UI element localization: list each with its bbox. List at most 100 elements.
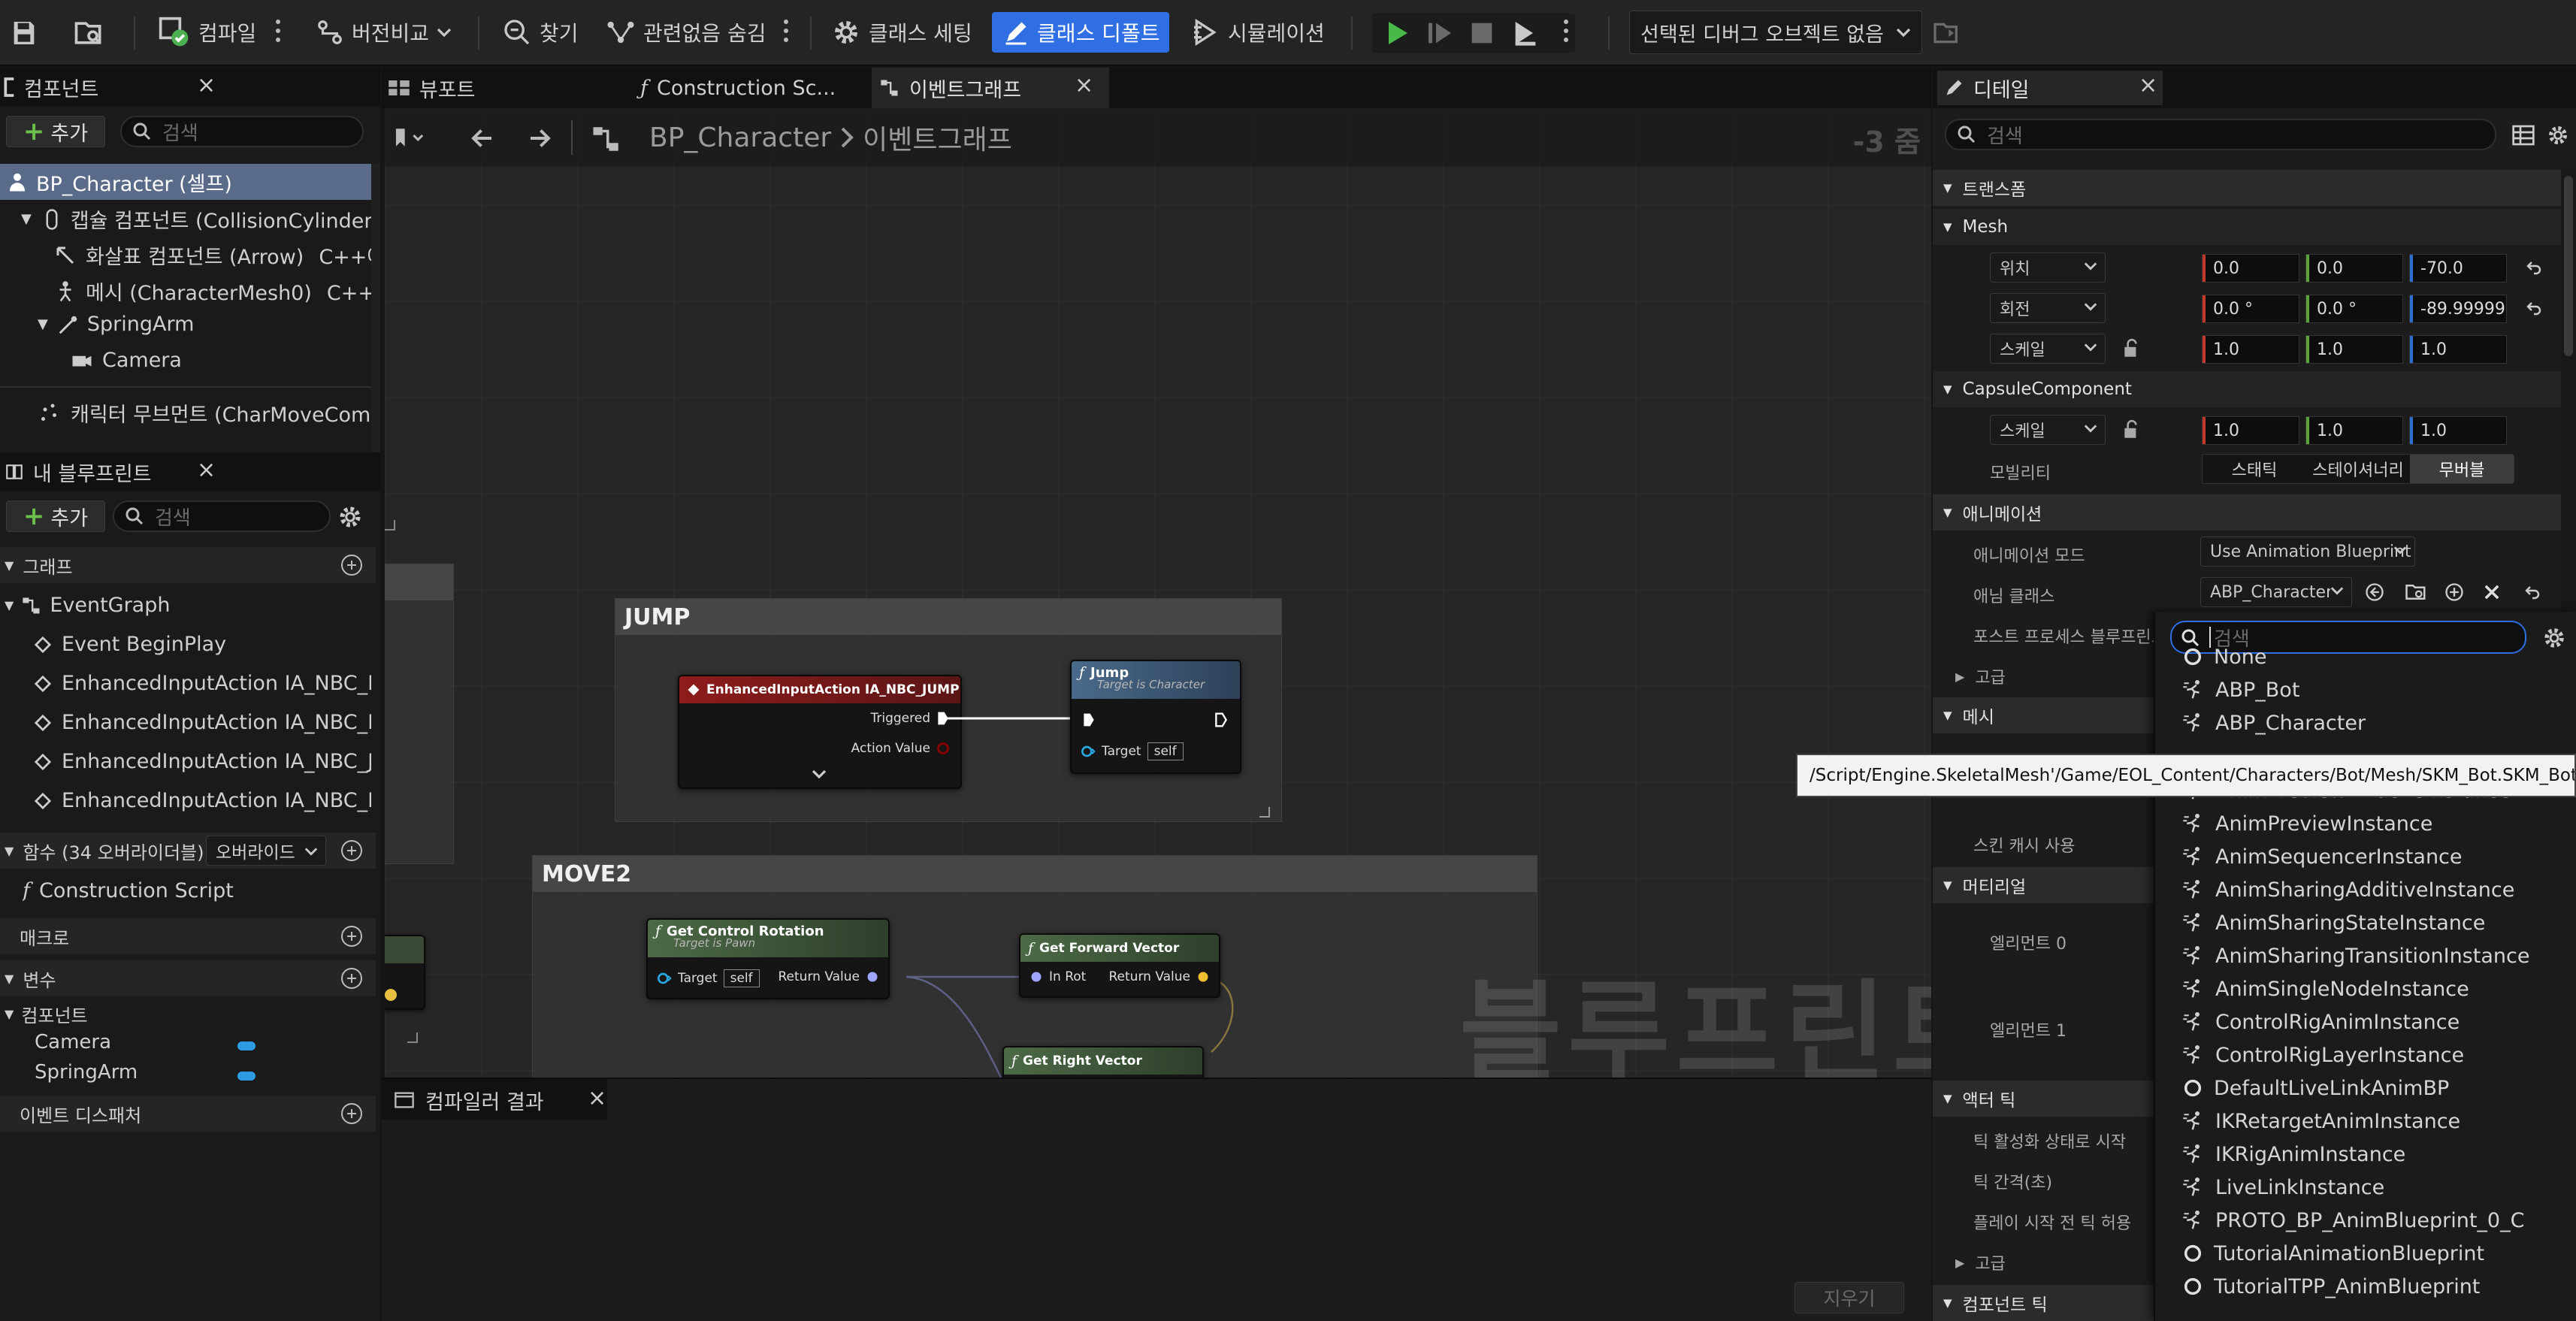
event-graph-canvas[interactable]: BP_Character 이벤트그래프 -3 줌 JUMP EnhancedIn… — [385, 108, 1931, 1078]
rotation-mode-dropdown[interactable]: 회전 — [1990, 293, 2106, 323]
gear-icon[interactable] — [2541, 625, 2567, 651]
location-y-field[interactable]: 0.0 — [2305, 254, 2403, 283]
add-circle-icon[interactable] — [2444, 582, 2465, 603]
anim-class-item[interactable]: IKRigAnimInstance — [2155, 1138, 2576, 1171]
mobility-stationary[interactable]: 스테이셔너리 — [2312, 461, 2404, 480]
mobility-toggle[interactable]: 스태틱 스테이셔너리 무버블 — [2202, 454, 2514, 484]
construction-script-item[interactable]: ƒ Construction Script — [23, 879, 234, 902]
add-variable-icon[interactable] — [341, 968, 362, 989]
dispatchers-section-header[interactable]: 이벤트 디스패처 — [0, 1096, 376, 1132]
close-icon[interactable]: × — [588, 1085, 607, 1111]
pin-return-value[interactable]: Return Value — [779, 969, 880, 984]
debug-browse-icon[interactable] — [1931, 18, 1961, 48]
event-item[interactable]: Event BeginPlay — [35, 633, 371, 656]
compile-button[interactable]: 컴파일 — [158, 11, 256, 54]
components-scrollbar[interactable] — [371, 164, 380, 458]
scale-x-field[interactable]: 1.0 — [2202, 335, 2299, 364]
capsule-scale-z-field[interactable]: 1.0 — [2409, 416, 2507, 445]
anim-class-item[interactable]: TutorialTPP_AnimBlueprint — [2155, 1270, 2576, 1303]
my-blueprint-tab[interactable]: 내 블루프린트 — [0, 452, 380, 491]
reset-arrow-icon[interactable] — [2523, 583, 2541, 601]
anim-class-item[interactable]: ABP_Character — [2155, 706, 2576, 739]
comment-box-partial[interactable] — [385, 564, 454, 864]
section-animation[interactable]: ▼ 애니메이션 — [1933, 494, 2561, 531]
node-get-right-vector[interactable]: ƒ Get Right Vector — [1002, 1046, 1204, 1078]
event-item[interactable]: EnhancedInputAction IA_NBC_Look — [35, 711, 371, 734]
anim-class-item[interactable]: AnimSequencerInstance — [2155, 840, 2576, 873]
find-button[interactable]: 찾기 — [502, 11, 579, 54]
self-field[interactable]: self — [723, 969, 760, 987]
section-transform[interactable]: ▼ 트랜스폼 — [1933, 170, 2561, 206]
play-icon[interactable] — [1381, 18, 1411, 48]
component-row-springarm[interactable]: ▼ SpringArm — [38, 313, 371, 336]
rotation-x-field[interactable]: 0.0 ° — [2202, 295, 2299, 323]
variable-item-camera[interactable]: Camera — [35, 1031, 365, 1053]
component-row-movement[interactable]: 캐릭터 무브먼트 (CharMoveComp) — [38, 398, 371, 428]
table-view-icon[interactable] — [2511, 123, 2535, 147]
event-item[interactable]: EnhancedInputAction IA_NBC_Move — [35, 789, 371, 812]
anim-class-item[interactable]: ABP_Bot — [2155, 673, 2576, 706]
clear-x-icon[interactable] — [2481, 582, 2502, 603]
advanced-expander[interactable]: ▶고급 — [1955, 1250, 2006, 1274]
debug-object-select[interactable]: 선택된 디버그 오브젝트 없음 — [1629, 11, 1922, 54]
simulation-button[interactable]: 시뮬레이션 — [1190, 11, 1325, 54]
save-icon[interactable] — [9, 18, 39, 48]
lock-icon[interactable] — [2122, 419, 2142, 440]
capsule-scale-y-field[interactable]: 1.0 — [2305, 416, 2403, 445]
picker-search-input[interactable]: 검색 — [2170, 621, 2526, 654]
stop-icon[interactable] — [1467, 18, 1497, 48]
scale-z-field[interactable]: 1.0 — [2409, 335, 2507, 364]
macros-section-header[interactable]: 매크로 — [0, 918, 376, 954]
event-item[interactable]: EnhancedInputAction IA_NBC_Move — [35, 672, 371, 695]
pin-action-value[interactable]: Action Value — [851, 741, 950, 756]
location-mode-dropdown[interactable]: 위치 — [1990, 252, 2106, 283]
compile-options-icon[interactable] — [275, 20, 281, 47]
anim-class-item[interactable]: None — [2155, 640, 2576, 673]
details-search-input[interactable]: 검색 — [1945, 119, 2496, 150]
gear-icon[interactable] — [2546, 123, 2570, 147]
forward-arrow-icon[interactable] — [525, 125, 555, 152]
variable-item-springarm[interactable]: SpringArm — [35, 1061, 365, 1084]
class-defaults-button[interactable]: 클래스 디폴트 — [992, 12, 1169, 53]
anim-class-item[interactable]: DefaultLiveLinkAnimBP — [2155, 1072, 2576, 1105]
component-row-camera[interactable]: Camera — [71, 349, 371, 372]
class-settings-button[interactable]: 클래스 세팅 — [831, 11, 972, 54]
browse-folder-icon[interactable] — [2405, 582, 2427, 603]
node-get-control-rotation[interactable]: ƒ Get Control Rotation Target is Pawn Ta… — [646, 918, 890, 999]
component-row-mesh[interactable]: 메시 (CharacterMesh0) C++에서 — [54, 277, 371, 306]
capsule-scale-x-field[interactable]: 1.0 — [2202, 416, 2299, 445]
event-graph-item[interactable]: ▼ EventGraph — [5, 594, 170, 617]
close-icon[interactable]: × — [197, 457, 216, 483]
use-selected-icon[interactable] — [2364, 582, 2385, 603]
scale-y-field[interactable]: 1.0 — [2305, 335, 2403, 364]
pin-target[interactable]: Target self — [1081, 742, 1184, 760]
compiler-results-tab[interactable]: 컴파일러 결과 — [394, 1084, 544, 1117]
override-dropdown[interactable]: 오버라이드 — [206, 836, 326, 866]
anim-class-item[interactable]: AnimPreviewInstance — [2155, 807, 2576, 840]
rotation-z-field[interactable]: -89.99999 — [2409, 295, 2507, 323]
comment-title[interactable]: JUMP — [615, 599, 1281, 635]
variables-section-header[interactable]: ▼ 변수 — [0, 960, 376, 996]
pin-triggered[interactable]: Triggered — [870, 711, 950, 726]
resize-handle-icon[interactable] — [385, 520, 395, 531]
breadcrumb-graph[interactable]: 이벤트그래프 — [863, 125, 1012, 156]
gear-icon[interactable] — [337, 503, 364, 531]
node-jump[interactable]: ƒ Jump Target is Character Target self — [1070, 660, 1241, 774]
back-arrow-icon[interactable] — [467, 125, 497, 152]
close-icon[interactable]: × — [2139, 72, 2158, 98]
resize-handle-icon[interactable] — [1259, 807, 1270, 818]
add-dispatcher-icon[interactable] — [341, 1103, 362, 1124]
components-search-input[interactable]: 검색 — [120, 116, 364, 147]
add-macro-icon[interactable] — [341, 926, 362, 947]
add-graph-icon[interactable] — [341, 555, 362, 576]
advanced-expander[interactable]: ▶고급 — [1955, 664, 2006, 688]
section-capsule-transform[interactable]: ▼ CapsuleComponent — [1933, 371, 2561, 407]
section-mesh-transform[interactable]: ▼ Mesh — [1933, 209, 2561, 245]
breadcrumb-blueprint[interactable]: BP_Character — [649, 122, 832, 153]
component-row-self[interactable]: BP_Character (셀프) — [0, 164, 371, 200]
anim-class-item[interactable]: AnimSharingStateInstance — [2155, 906, 2576, 939]
variable-category[interactable]: ▼ 컴포넌트 — [5, 1001, 88, 1027]
reset-arrow-icon[interactable] — [2525, 258, 2543, 277]
browse-asset-icon[interactable] — [72, 17, 105, 50]
add-function-icon[interactable] — [341, 840, 362, 861]
